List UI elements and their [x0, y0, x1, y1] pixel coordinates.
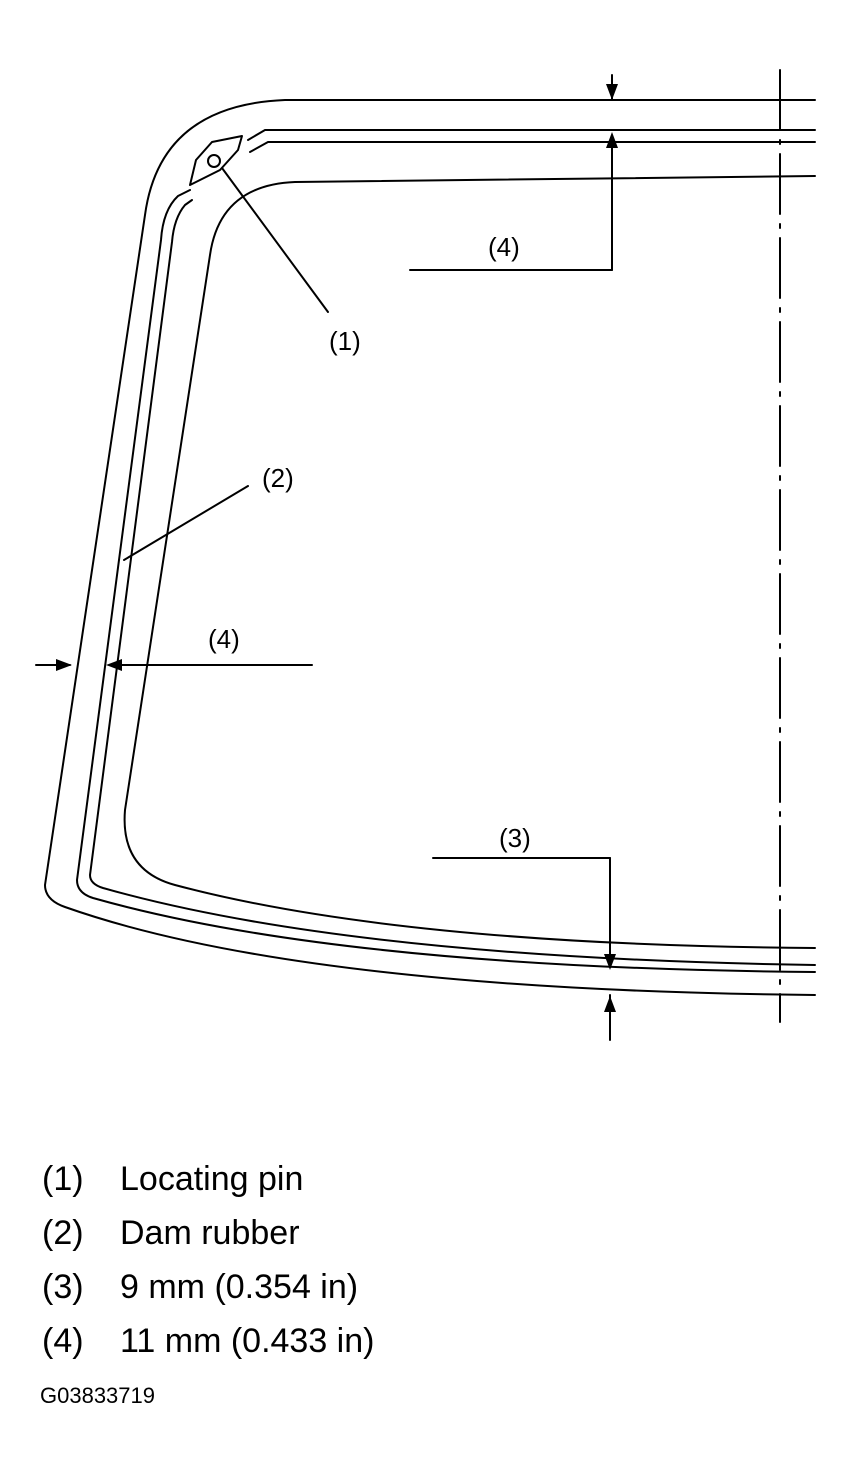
arrowhead-left-left: [106, 659, 122, 671]
arrowhead-bottom-down: [604, 954, 616, 970]
legend-number: (2): [42, 1214, 84, 1252]
callout-4-left: (4): [208, 624, 240, 654]
arrowhead-top-up: [606, 132, 618, 148]
callout-4-top: (4): [488, 232, 520, 262]
locating-pin-hole: [207, 154, 221, 168]
leader-line-1: [221, 167, 329, 313]
legend-number: (3): [42, 1268, 84, 1306]
legend-number: (1): [42, 1160, 84, 1198]
legend-row-1: (1) Locating pin: [42, 1152, 374, 1206]
dam-rubber-outer-line: [76, 129, 816, 973]
arrowhead-bottom-up: [604, 996, 616, 1012]
opening-outer-edge: [44, 99, 816, 996]
callout-1: (1): [329, 326, 361, 356]
arrowhead-top-down: [606, 84, 618, 100]
callout-3: (3): [499, 823, 531, 853]
dam-rubber-inner-line: [89, 141, 816, 966]
legend-text: Locating pin: [120, 1160, 304, 1198]
legend-row-4: (4) 11 mm (0.433 in): [42, 1314, 374, 1368]
legend-row-2: (2) Dam rubber: [42, 1206, 374, 1260]
window-diagram: (1) (2) (3) (4) (4): [35, 69, 816, 1041]
callout-2: (2): [262, 463, 294, 493]
legend-row-3: (3) 9 mm (0.354 in): [42, 1260, 374, 1314]
legend: (1) Locating pin (2) Dam rubber (3) 9 mm…: [42, 1152, 374, 1368]
figure-id: G03833719: [40, 1383, 155, 1408]
locating-pin: [189, 135, 243, 186]
leader-line-2: [123, 485, 249, 561]
glass-inner-edge: [123, 175, 816, 949]
legend-text: Dam rubber: [120, 1214, 300, 1252]
legend-text: 9 mm (0.354 in): [120, 1268, 359, 1306]
legend-text: 11 mm (0.433 in): [120, 1322, 375, 1360]
arrowhead-left-right: [56, 659, 72, 671]
legend-number: (4): [42, 1322, 84, 1360]
